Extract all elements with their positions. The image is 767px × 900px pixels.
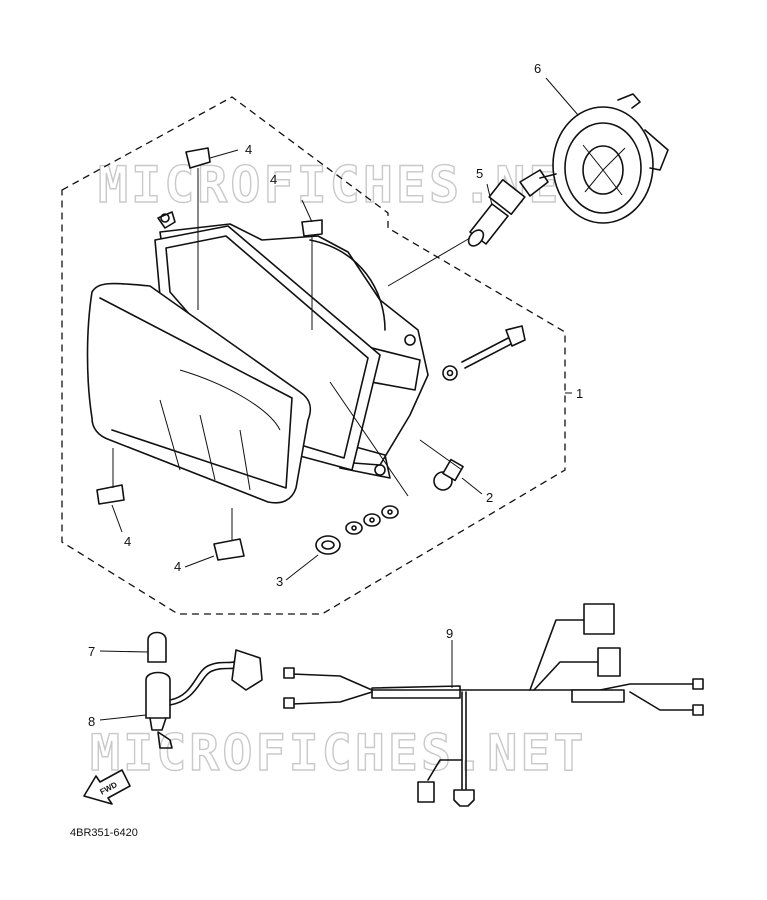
clip-2[interactable] [301, 219, 323, 237]
clip-1[interactable] [185, 147, 211, 169]
clip-4[interactable] [213, 538, 245, 561]
adjuster-nut[interactable] [433, 458, 464, 491]
callout-4-lower-left: 4 [124, 534, 131, 549]
callout-3: 3 [276, 574, 283, 589]
wire-harness[interactable] [283, 603, 704, 807]
assembly-boundary [61, 96, 566, 615]
halogen-bulb[interactable] [466, 169, 557, 249]
callout-4-top-left: 4 [245, 142, 252, 157]
callout-4-lower-right: 4 [174, 559, 181, 574]
callout-7: 7 [88, 644, 95, 659]
callout-1: 1 [576, 386, 583, 401]
callout-6: 6 [534, 61, 541, 76]
leader-lines [99, 77, 579, 721]
diagram-code: 4BR351-6420 [70, 827, 138, 839]
watermark-top: MICROFICHES.NET [98, 156, 595, 214]
callout-8: 8 [88, 714, 95, 729]
clip-3[interactable] [96, 484, 125, 505]
grommet[interactable] [315, 535, 341, 555]
adjusting-screw[interactable] [442, 325, 526, 381]
socket-cord[interactable] [145, 649, 263, 749]
forward-arrow: FWD [83, 769, 131, 805]
socket-cover[interactable] [552, 93, 669, 224]
callout-9: 9 [446, 626, 453, 641]
position-bulb[interactable] [147, 631, 167, 663]
headlight-lens[interactable] [86, 282, 312, 504]
callout-4-top-right: 4 [270, 172, 277, 187]
watermark-bottom: MICROFICHES.NET [90, 724, 587, 782]
washers[interactable] [345, 505, 399, 535]
callout-2: 2 [486, 490, 493, 505]
callout-5: 5 [476, 166, 483, 181]
